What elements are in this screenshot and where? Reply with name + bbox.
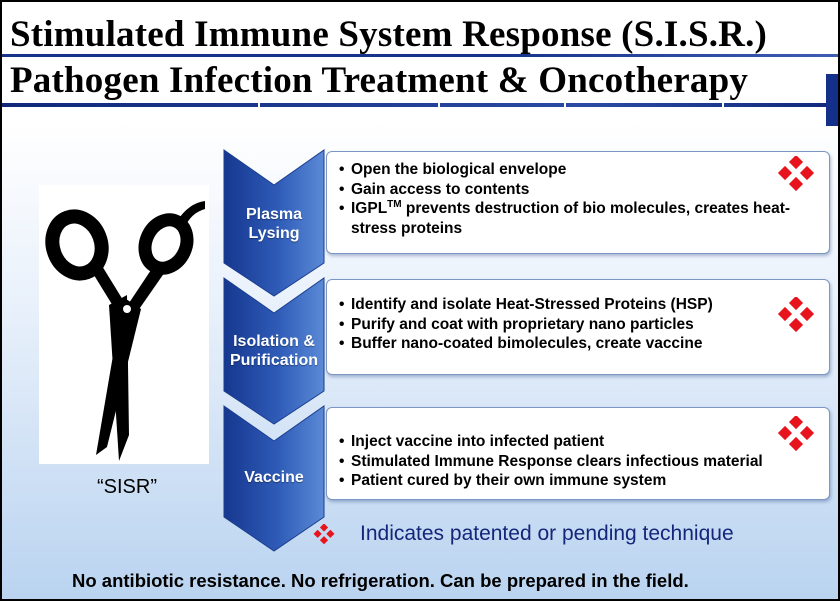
step-1-bullet-3: IGPLTM prevents destruction of bio molec… xyxy=(337,199,801,238)
chevron-step-2 xyxy=(223,277,325,425)
step-3-label: Vaccine xyxy=(244,469,304,486)
step-1-bullet-2: Gain access to contents xyxy=(337,180,801,200)
legend-text: Indicates patented or pending technique xyxy=(360,522,734,545)
title-line-2: Pathogen Infection Treatment & Oncothera… xyxy=(10,60,749,101)
step-2-label: Isolation & Purification xyxy=(229,333,318,369)
step-3-panel: Inject vaccine into infected patient Sti… xyxy=(326,407,830,500)
step-1-bullet-1: Open the biological envelope xyxy=(337,160,801,180)
slide-title: Stimulated Immune System Response (S.I.S… xyxy=(10,12,830,104)
step-2-panel: Identify and isolate Heat-Stressed Prote… xyxy=(326,279,830,375)
patent-diamond-icon xyxy=(777,156,815,192)
scissors-image xyxy=(39,185,209,464)
step-2-bullet-3: Buffer nano-coated bimolecules, create v… xyxy=(337,334,713,354)
patent-diamond-icon xyxy=(313,524,335,545)
step-3-bullet-2: Stimulated Immune Response clears infect… xyxy=(337,452,763,472)
step-3-bullet-3: Patient cured by their own immune system xyxy=(337,471,763,491)
step-3-bullet-1: Inject vaccine into infected patient xyxy=(337,432,763,452)
patent-diamond-icon xyxy=(777,297,815,333)
chevron-step-1 xyxy=(223,149,325,297)
chevron-step-3 xyxy=(223,405,325,552)
title-accent-bar xyxy=(826,74,838,126)
step-1-panel: Open the biological envelope Gain access… xyxy=(326,151,830,254)
step-1-label: Plasma Lysing xyxy=(245,206,303,242)
title-underline-2 xyxy=(2,103,838,107)
patent-diamond-icon xyxy=(777,416,815,452)
title-underline-1 xyxy=(2,54,838,57)
footer-note: No antibiotic resistance. No refrigerati… xyxy=(72,570,689,591)
scissors-icon xyxy=(45,201,205,461)
title-line-1: Stimulated Immune System Response (S.I.S… xyxy=(10,14,768,55)
step-2-bullet-2: Purify and coat with proprietary nano pa… xyxy=(337,315,713,335)
scissors-caption: “SISR” xyxy=(97,476,157,498)
step-2-bullet-1: Identify and isolate Heat-Stressed Prote… xyxy=(337,295,713,315)
